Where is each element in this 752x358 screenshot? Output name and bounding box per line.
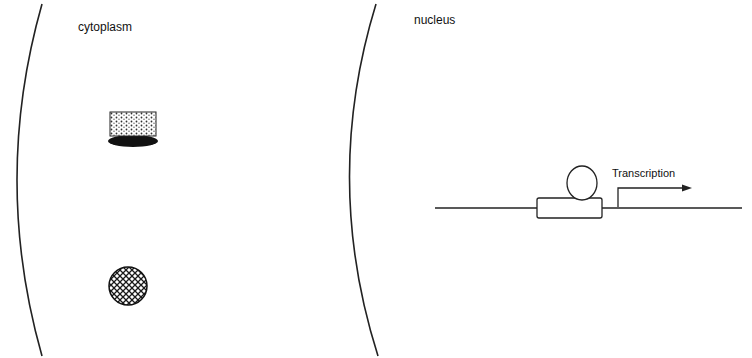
receptor-complex	[110, 112, 156, 136]
process-label: Transcription	[612, 167, 675, 179]
transcription-factor	[567, 166, 597, 200]
transcription-arrow	[618, 188, 684, 207]
cell-membrane	[17, 4, 42, 356]
nuclear-membrane	[349, 4, 378, 356]
binding-site	[537, 198, 602, 218]
region-label: cytoplasm	[78, 21, 132, 34]
receptor-base	[108, 135, 158, 147]
hatched-protein	[109, 267, 147, 305]
arrow-head	[682, 185, 692, 192]
region-label: nucleus	[414, 14, 455, 27]
